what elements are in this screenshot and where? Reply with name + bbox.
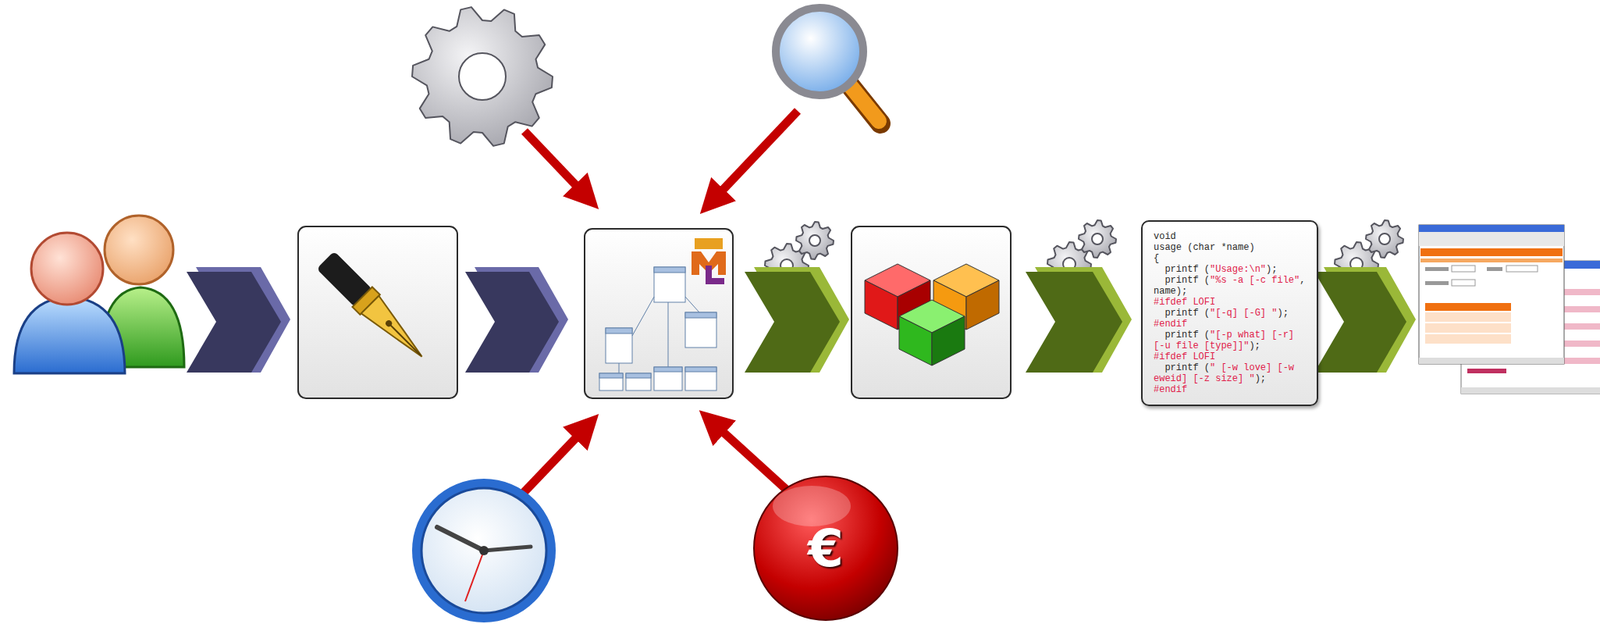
code-line: eweid] [-z size] "); — [1153, 373, 1306, 384]
cube-face — [966, 280, 1000, 330]
code-line: #endif — [1153, 318, 1306, 330]
code-token: " [-w love] [-w — [1209, 362, 1295, 374]
gear — [1078, 220, 1117, 258]
code-token: printf ( — [1153, 362, 1210, 374]
code-token: , — [1299, 274, 1305, 286]
code-token: printf ( — [1153, 274, 1210, 286]
code-token: ); — [1276, 307, 1288, 319]
code-token: ); — [1265, 263, 1277, 275]
people-icon — [14, 215, 185, 374]
code-token: void — [1153, 231, 1177, 242]
code-token: "[-p what] [-r] — [1209, 329, 1295, 341]
code-token: printf ( — [1153, 329, 1210, 341]
code-line: printf ("Usage:\n"); — [1153, 263, 1306, 275]
green-chevron — [744, 266, 850, 373]
code-token: "Usage:\n" — [1209, 263, 1266, 275]
magnifier-icon — [775, 7, 881, 124]
code-token: printf ( — [1153, 307, 1210, 319]
code-token: { — [1153, 252, 1160, 264]
code-line: void — [1153, 231, 1306, 242]
gear-hole — [809, 234, 821, 246]
code-token: #ifdef LOFI — [1153, 296, 1216, 308]
green-chevron — [1314, 266, 1416, 373]
code-token: "[-q] [-G] " — [1209, 307, 1277, 319]
gear — [1365, 220, 1404, 258]
gear — [412, 7, 553, 146]
code-line: name); — [1153, 285, 1306, 297]
uml-logo — [691, 238, 726, 285]
code-box: voidusage (char *name){ printf ("Usage:\… — [1141, 220, 1319, 406]
code-line: #ifdef LOFI — [1153, 296, 1306, 308]
blue-chevron — [465, 266, 569, 373]
uml-box — [584, 228, 733, 399]
cube-face — [931, 316, 965, 366]
gear-hole — [1091, 233, 1103, 245]
gear-hole — [458, 53, 506, 100]
code-token: usage (char *name) — [1153, 241, 1256, 253]
code-token: ); — [1248, 340, 1260, 352]
code-token: #endif — [1153, 384, 1188, 395]
cube-face — [899, 316, 932, 366]
code-token: #endif — [1153, 318, 1188, 330]
code-line: printf (" [-w love] [-w — [1153, 362, 1306, 374]
code-line: printf ("[-p what] [-r] — [1153, 329, 1306, 341]
cubes-icon — [864, 263, 1000, 366]
code-token: #ifdef LOFI — [1153, 351, 1216, 363]
uml-diagram — [599, 266, 717, 391]
code-line: printf ("[-q] [-G] "); — [1153, 307, 1306, 319]
clock-icon — [412, 478, 556, 623]
euro-ball — [753, 476, 898, 620]
code-token: eweid] [-z size] " — [1153, 373, 1256, 384]
code-line: usage (char *name) — [1153, 241, 1306, 253]
code-token: "%s -a [-c file" — [1209, 274, 1300, 286]
component-box — [851, 226, 1011, 399]
code-line: #ifdef LOFI — [1153, 351, 1306, 363]
gear — [796, 221, 834, 260]
code-line: printf ("%s -a [-c file", — [1153, 274, 1306, 286]
pen-box — [298, 226, 458, 399]
cube-face — [864, 280, 898, 330]
blue-chevron — [186, 266, 291, 373]
screenshot-front — [1418, 224, 1565, 364]
code-line: { — [1153, 252, 1306, 264]
green-chevron — [1025, 266, 1132, 373]
code-line: #endif — [1153, 384, 1306, 395]
code-token: printf ( — [1153, 263, 1210, 275]
gear-hole — [1379, 233, 1391, 245]
input-arrow — [518, 110, 798, 500]
code-line: [-u file [type]]"); — [1153, 340, 1306, 352]
code-token: [-u file [type]]" — [1153, 340, 1249, 352]
code-token: ); — [1255, 373, 1266, 384]
code-token: name); — [1153, 285, 1188, 297]
currency-symbol: € — [807, 518, 844, 579]
pen-icon — [315, 249, 432, 367]
